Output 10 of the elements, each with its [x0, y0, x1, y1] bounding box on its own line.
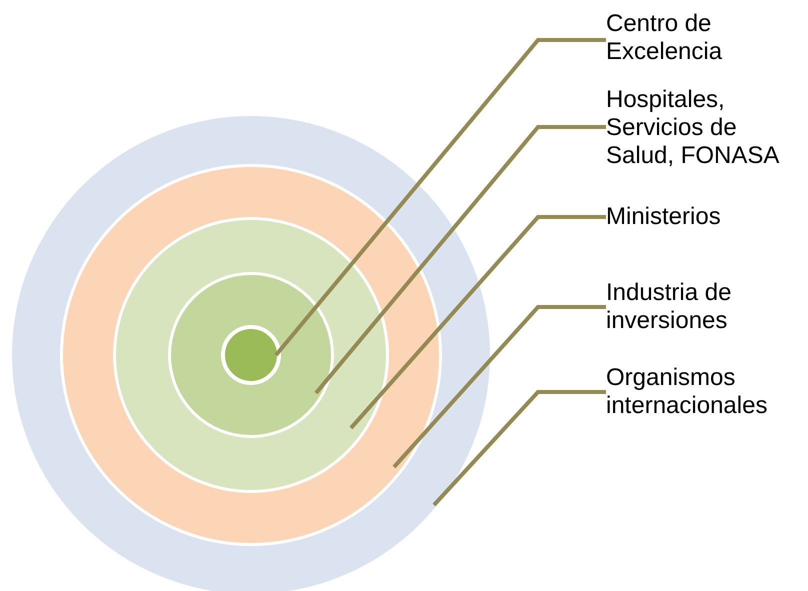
leader-line [274, 38, 606, 356]
leader-line [350, 215, 606, 430]
leader-line [432, 390, 606, 506]
ring-label: Hospitales, Servicios de Salud, FONASA [606, 86, 801, 170]
leader-line [314, 125, 606, 394]
leader-line [392, 305, 606, 468]
ring-label: Industria de inversiones [606, 279, 801, 335]
ring-label: Centro de Excelencia [606, 10, 801, 66]
ring-label: Ministerios [606, 203, 801, 231]
ring-label: Organismos internacionales [606, 364, 801, 420]
